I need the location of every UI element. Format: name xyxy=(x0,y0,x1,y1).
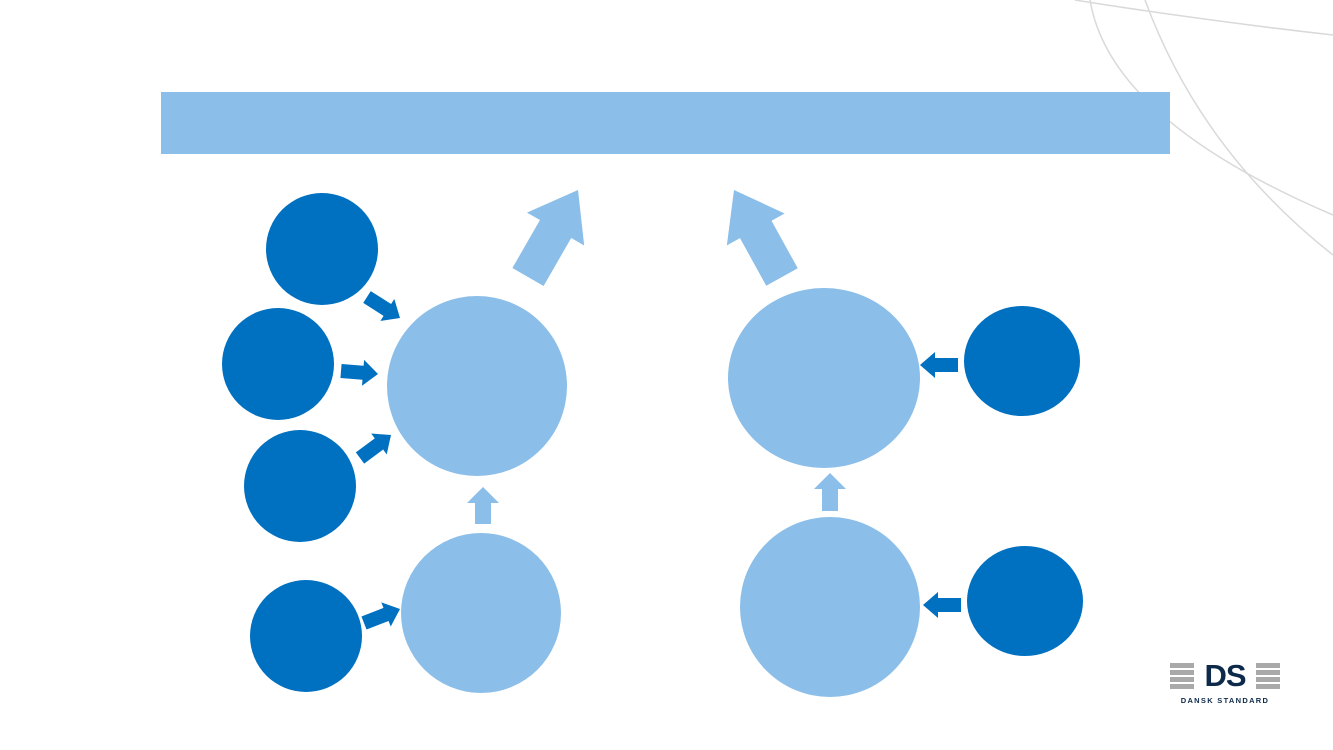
logo-name: DANSK STANDARD xyxy=(1180,696,1270,705)
dark-node-3 xyxy=(244,430,356,542)
dark-node-2 xyxy=(222,308,334,420)
dark-node-4 xyxy=(250,580,362,692)
light-node-right-bottom xyxy=(740,517,920,697)
light-node-left-bottom xyxy=(401,533,561,693)
dansk-standard-logo: DS DANSK STANDARD xyxy=(1170,658,1280,705)
arrow-dark-6-icon xyxy=(923,592,961,618)
arrow-dark-2-icon xyxy=(340,359,378,386)
arrow-dark-1-icon xyxy=(363,291,400,321)
light-node-left-main xyxy=(387,296,567,476)
waves-icon xyxy=(1170,663,1194,689)
arrow-dark-5-icon xyxy=(920,352,958,378)
arrow-dark-4-icon xyxy=(361,602,400,630)
waves-icon xyxy=(1255,663,1280,689)
arrow-left-up-icon xyxy=(512,190,585,286)
logo-mark: DS xyxy=(1204,658,1246,693)
light-node-right-main xyxy=(728,288,920,468)
arrow-right-vertical-icon xyxy=(814,473,846,511)
dark-node-5 xyxy=(964,306,1080,416)
dark-node-1 xyxy=(266,193,378,305)
dark-node-6 xyxy=(967,546,1083,656)
arrow-left-vertical-icon xyxy=(467,487,499,524)
arrow-right-up-icon xyxy=(726,190,798,286)
banner xyxy=(161,92,1170,154)
arrow-dark-3-icon xyxy=(355,433,391,464)
